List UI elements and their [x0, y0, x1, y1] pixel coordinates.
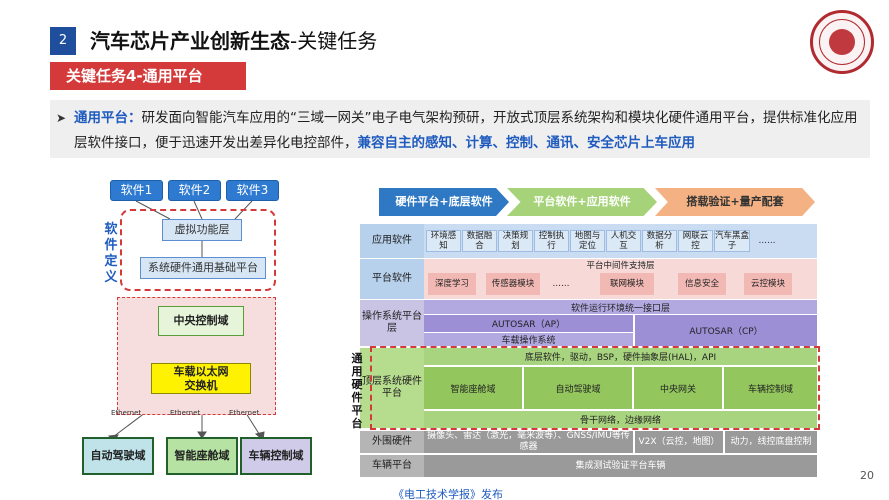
app-cell: 人机交互 [606, 230, 641, 252]
software-defined-zone [120, 209, 276, 291]
middleware-cell: 信息安全 [678, 273, 726, 295]
hw-domain-vehicle-control: 车辆控制域 [724, 367, 817, 409]
peripheral-v2x: V2X（云控，地图） [635, 431, 723, 453]
hardware-base-platform: 系统硬件通用基础平台 [140, 257, 266, 279]
slide-number: 2 [50, 27, 76, 55]
middleware-cell: 云控模块 [744, 273, 792, 295]
hw-domain-cockpit: 智能座舱域 [424, 367, 522, 409]
hardware-abstraction-layer: 底层软件，驱动，BSP，硬件抽象层(HAL)，API [424, 348, 817, 365]
hw-domain-gateway: 中央网关 [634, 367, 722, 409]
backbone-network: 骨干网络，边缘网络 [424, 411, 817, 428]
middleware-cell: 联网模块 [600, 273, 654, 295]
middleware-header: 平台中间件支持层 [586, 260, 655, 271]
autosar-ap: AUTOSAR（AP） [424, 315, 633, 332]
app-cell: 环境感知 [426, 230, 461, 252]
hw-domain-autonomous: 自动驾驶域 [524, 367, 632, 409]
os-interface-layer: 软件运行环境统一接口层 [424, 300, 817, 314]
layer-label-vehicle: 车辆平台 [360, 455, 424, 477]
peripheral-powertrain: 动力，线控底盘控制 [725, 431, 817, 453]
app-cell: 控制执行 [534, 230, 569, 252]
general-hardware-label: 通用硬件平台 [351, 352, 363, 430]
paragraph-body: 研发面向智能汽车应用的“三域一网关”电子电气架构预研，开放式顶层系统架构和模块化… [74, 110, 858, 151]
source-note: 《电工技术学报》发布 [393, 488, 503, 500]
switch-label-line1: 车载以太网 [173, 365, 229, 378]
page-title-suffix: -关键任务 [290, 29, 378, 53]
software-defined-label: 软件定义 [104, 222, 118, 285]
central-control-domain: 中央控制域 [158, 306, 244, 336]
software-2-box: 软件2 [168, 180, 221, 201]
page-number: 20 [860, 469, 874, 482]
phase-1-chevron: 硬件平台+底层软件 [379, 188, 509, 216]
layer-label-app: 应用软件 [360, 224, 424, 258]
app-cell: 数据融合 [462, 230, 497, 252]
middleware-cell-more: …… [552, 279, 570, 289]
layer-label-os: 操作系统平台层 [360, 300, 424, 346]
vehicle-test-platform: 集成测试验证平台车辆 [424, 455, 817, 477]
ethernet-label-1: Ethernet [111, 409, 142, 417]
hardware-zone [117, 297, 276, 415]
autosar-cp: AUTOSAR（CP） [635, 315, 817, 346]
ethernet-switch: 车载以太网 交换机 [151, 363, 251, 394]
app-cell: 汽车黑盒子 [714, 230, 750, 252]
description-paragraph: ➤ 通用平台：研发面向智能汽车应用的“三域一网关”电子电气架构预研，开放式顶层系… [50, 100, 870, 158]
smart-cockpit-domain: 智能座舱域 [166, 437, 238, 475]
middleware-cell: 传感器模块 [486, 273, 540, 295]
app-cell: 数据分析 [642, 230, 677, 252]
switch-label-line2: 交换机 [184, 379, 218, 392]
app-cell: 地图与定位 [570, 230, 605, 252]
phase-3-chevron: 搭载验证+量产配套 [655, 188, 815, 216]
paragraph-lead: 通用平台： [74, 110, 142, 126]
task-badge: 关键任务4-通用平台 [50, 62, 246, 90]
middleware-cell: 深度学习 [428, 273, 476, 295]
peripheral-sensors: 摄像头、雷达（激光，毫米波等）、GNSS/IMU等传感器 [424, 431, 633, 453]
page-title-main: 汽车芯片产业创新生态 [90, 29, 290, 53]
app-cell: 决策规划 [498, 230, 533, 252]
general-hardware-zone [370, 346, 820, 430]
vehicle-os: 车载操作系统 [424, 333, 633, 346]
software-3-box: 软件3 [226, 180, 279, 201]
institution-logo [810, 10, 874, 74]
layer-label-platform: 平台软件 [360, 259, 424, 299]
app-cell: 网联云控 [678, 230, 713, 252]
layer-label-peripheral: 外围硬件 [360, 431, 424, 453]
ethernet-label-3: Ethernet [229, 409, 260, 417]
autonomous-driving-domain: 自动驾驶域 [82, 437, 154, 475]
vehicle-control-domain: 车辆控制域 [240, 437, 312, 475]
ethernet-label-2: Ethernet [170, 409, 201, 417]
page-title: 汽车芯片产业创新生态-关键任务 [90, 25, 377, 54]
bullet-arrow-icon: ➤ [56, 111, 67, 125]
paragraph-highlight: 兼容自主的感知、计算、控制、通讯、安全芯片上车应用 [357, 135, 696, 151]
phase-2-chevron: 平台软件+应用软件 [507, 188, 657, 216]
app-cell-more: …… [758, 236, 776, 246]
software-1-box: 软件1 [110, 180, 163, 201]
virtual-function-layer: 虚拟功能层 [162, 219, 242, 241]
